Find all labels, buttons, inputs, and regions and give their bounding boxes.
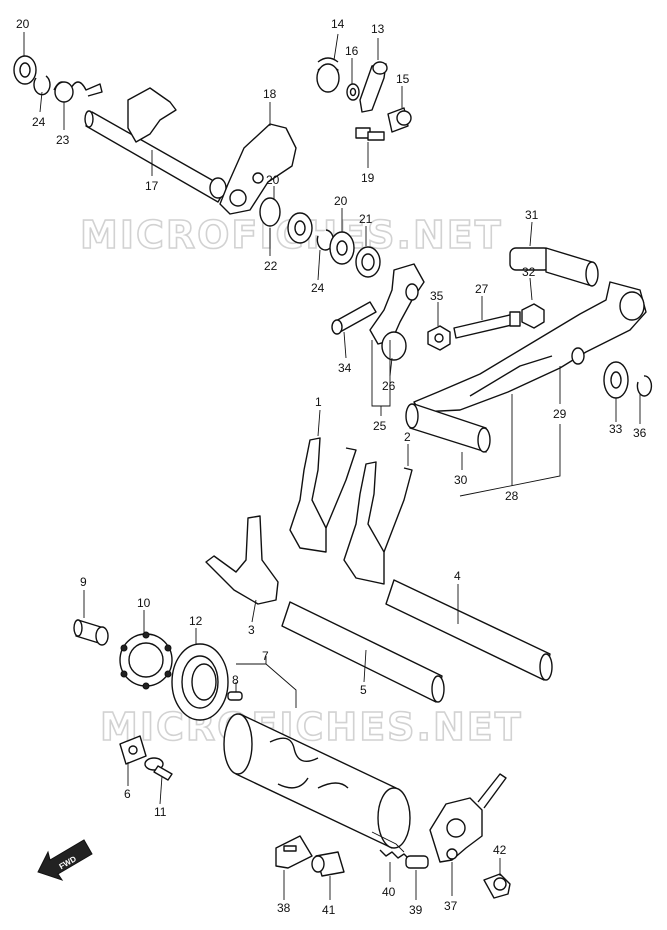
callout-23: 23 bbox=[56, 133, 70, 147]
callout-6: 6 bbox=[124, 787, 131, 801]
shift-fork-3 bbox=[205, 515, 279, 605]
callout-40: 40 bbox=[382, 885, 396, 899]
shift-shaft-17 bbox=[84, 87, 227, 203]
callout-14: 14 bbox=[331, 17, 345, 31]
spring-14 bbox=[316, 57, 340, 93]
nut-35 bbox=[427, 325, 451, 351]
shift-lever-28 bbox=[413, 281, 647, 413]
circlip-36 bbox=[636, 375, 653, 397]
callout-3: 3 bbox=[248, 623, 255, 637]
pin-39 bbox=[405, 855, 429, 869]
callout-24-top: 24 bbox=[32, 115, 46, 129]
bolt-15 bbox=[387, 107, 412, 133]
link-rod-26 bbox=[369, 263, 425, 361]
callout-16: 16 bbox=[345, 44, 359, 58]
callout-9: 9 bbox=[80, 575, 87, 589]
circlip-24-top bbox=[33, 75, 51, 96]
callout-33: 33 bbox=[609, 422, 623, 436]
callout-11: 11 bbox=[154, 805, 167, 819]
nut-32 bbox=[521, 303, 545, 329]
callout-41: 41 bbox=[322, 903, 336, 917]
callout-32: 32 bbox=[522, 265, 536, 279]
callout-26: 26 bbox=[382, 379, 396, 393]
callout-10: 10 bbox=[137, 596, 151, 610]
callout-20-right: 20 bbox=[334, 194, 348, 208]
leader-lines bbox=[23, 32, 641, 900]
bearing-12 bbox=[171, 643, 229, 721]
callout-31: 31 bbox=[525, 208, 539, 222]
bolt-34 bbox=[331, 301, 377, 335]
callout-15: 15 bbox=[396, 72, 410, 86]
arm-13 bbox=[359, 61, 388, 113]
pivot-bolt-31 bbox=[509, 247, 599, 287]
bolt-9 bbox=[73, 619, 109, 646]
callout-22: 22 bbox=[264, 259, 278, 273]
callout-25: 25 bbox=[373, 419, 387, 433]
callout-numbers: 1 2 3 4 5 6 7 8 9 10 11 12 13 14 15 16 1… bbox=[16, 17, 647, 917]
callout-1: 1 bbox=[315, 395, 322, 409]
shift-fork-1 bbox=[289, 437, 357, 553]
plate-6 bbox=[119, 735, 147, 765]
callout-38: 38 bbox=[277, 901, 291, 915]
bushing-29 bbox=[571, 347, 585, 365]
washer-16 bbox=[346, 83, 360, 101]
shift-arm-18 bbox=[219, 123, 297, 215]
callout-24-mid: 24 bbox=[311, 281, 325, 295]
callout-36: 36 bbox=[633, 426, 647, 440]
callout-20-top: 20 bbox=[16, 17, 30, 31]
bearing-21 bbox=[355, 246, 381, 278]
washer-33 bbox=[603, 361, 629, 399]
circlip-20-top bbox=[13, 55, 37, 85]
fork-shaft-5 bbox=[281, 601, 445, 703]
stopper-arm-37 bbox=[429, 773, 507, 863]
callout-4: 4 bbox=[454, 569, 461, 583]
shift-fork-2 bbox=[343, 461, 413, 585]
callout-27: 27 bbox=[475, 282, 489, 296]
fwd-arrow-icon: FWD bbox=[37, 839, 93, 881]
pin-41 bbox=[311, 851, 345, 877]
callout-19: 19 bbox=[361, 171, 375, 185]
callout-12: 12 bbox=[189, 614, 203, 628]
callout-30: 30 bbox=[454, 473, 468, 487]
callout-7: 7 bbox=[262, 649, 269, 663]
callout-18: 18 bbox=[263, 87, 277, 101]
callout-2: 2 bbox=[404, 430, 411, 444]
washer-20-mid bbox=[259, 197, 313, 244]
callout-29: 29 bbox=[553, 407, 567, 421]
watermark-bottom: MICROFICHES.NET bbox=[100, 705, 523, 749]
callout-39: 39 bbox=[409, 903, 423, 917]
callout-17: 17 bbox=[145, 179, 159, 193]
callout-35: 35 bbox=[430, 289, 444, 303]
bolt-27 bbox=[453, 311, 521, 339]
callout-42: 42 bbox=[493, 843, 507, 857]
callout-13: 13 bbox=[371, 22, 385, 36]
callout-21: 21 bbox=[359, 212, 373, 226]
callout-20-mid: 20 bbox=[266, 173, 280, 187]
callout-37: 37 bbox=[444, 899, 458, 913]
spring-23 bbox=[53, 81, 103, 103]
callout-34: 34 bbox=[338, 361, 352, 375]
bolt-42 bbox=[483, 873, 511, 899]
fork-shaft-4 bbox=[385, 579, 553, 681]
stopper-gear-10 bbox=[119, 631, 173, 690]
callout-8: 8 bbox=[232, 673, 239, 687]
screw-11 bbox=[144, 757, 173, 781]
footpeg-rubber-30 bbox=[405, 403, 491, 453]
shift-drum-7 bbox=[223, 713, 411, 849]
callout-28: 28 bbox=[505, 489, 519, 503]
pin-8 bbox=[227, 691, 243, 701]
plate-38 bbox=[275, 835, 313, 869]
callout-5: 5 bbox=[360, 683, 367, 697]
pin-19 bbox=[355, 127, 385, 141]
washer-20-right bbox=[329, 231, 355, 265]
